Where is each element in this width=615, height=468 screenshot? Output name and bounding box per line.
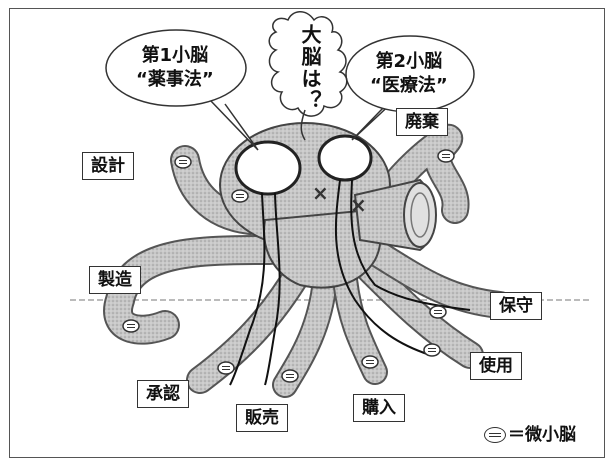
label-manufacturing: 製造 (89, 266, 141, 294)
cerebrum-question: 大脳は？ (298, 24, 322, 112)
cerebellum-1-eye (234, 140, 302, 196)
cerebellum-2-bubble-text: 第2小脳 “医療法” (370, 50, 448, 98)
legend-text: ＝微小脳 (508, 425, 576, 445)
x-mark: × (312, 181, 329, 205)
label-maintenance: 保守 (490, 292, 542, 320)
micro-brain-icon (281, 369, 299, 383)
micro-brain-markers (122, 149, 455, 383)
micro-brain-icon (429, 305, 447, 319)
label-purchase: 購入 (353, 394, 405, 422)
label-use: 使用 (470, 352, 522, 380)
funnel-opening (403, 182, 437, 248)
micro-brain-icon (423, 343, 441, 357)
cerebellum-1-title: 第1小脳 (141, 45, 209, 66)
cerebellum-2-law: “医療法” (370, 75, 448, 96)
cerebellum-1-law: “薬事法” (136, 69, 214, 90)
micro-brain-icon (122, 319, 140, 333)
micro-brain-icon (484, 427, 506, 443)
cerebrum-cloud-bubble (268, 11, 348, 117)
micro-brain-icon (217, 361, 235, 375)
cerebellum-1-bubble (105, 29, 247, 107)
label-approval: 承認 (137, 380, 189, 408)
legend: ＝微小脳 (484, 420, 576, 445)
bubble-tail-2 (351, 99, 396, 141)
label-sales: 販売 (236, 404, 288, 432)
cerebellum-1-bubble-text: 第1小脳 “薬事法” (136, 44, 214, 92)
cerebellum-2-eye (317, 134, 373, 182)
x-mark: × (350, 193, 367, 217)
bubble-tail-1 (209, 99, 259, 151)
label-disposal: 廃棄 (396, 108, 448, 136)
cerebellum-2-title: 第2小脳 (375, 51, 443, 72)
micro-brain-icon (231, 189, 249, 203)
micro-brain-icon (174, 155, 192, 169)
micro-brain-icon (361, 355, 379, 369)
label-design: 設計 (82, 152, 134, 180)
micro-brain-icon (437, 149, 455, 163)
nerve-lines (229, 179, 471, 386)
